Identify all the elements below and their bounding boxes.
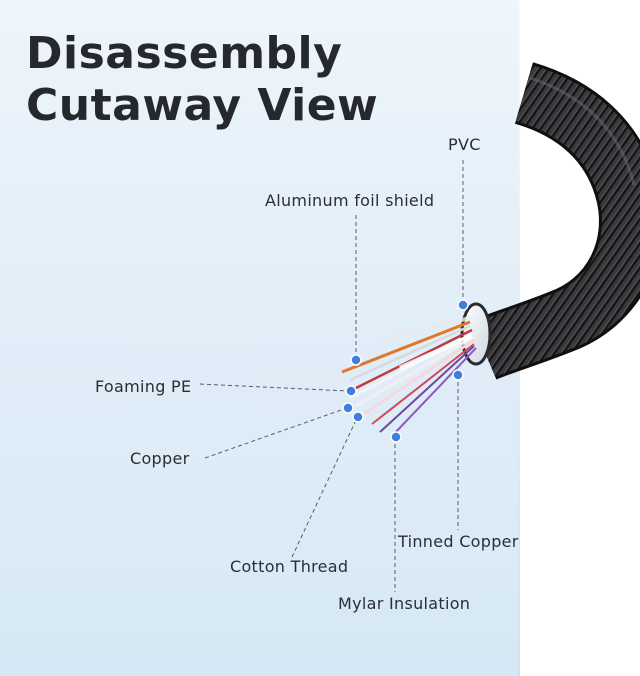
marker-foaming-pe xyxy=(345,385,357,397)
label-aluminum-foil-shield: Aluminum foil shield xyxy=(265,191,435,210)
marker-cotton-thread xyxy=(352,411,364,423)
title-line-2: Cutaway View xyxy=(26,80,379,131)
label-cotton-thread: Cotton Thread xyxy=(230,557,349,576)
label-copper: Copper xyxy=(130,449,190,468)
cable-jacket xyxy=(471,62,640,380)
inner-wires xyxy=(341,316,477,437)
marker-copper xyxy=(342,402,354,414)
label-mylar-insulation: Mylar Insulation xyxy=(338,594,471,613)
leader-cotton-thread xyxy=(291,417,358,558)
page-title: Disassembly Cutaway View xyxy=(26,28,378,132)
leader-copper xyxy=(204,408,345,459)
leader-foaming-pe xyxy=(199,383,349,392)
title-line-1: Disassembly xyxy=(26,28,343,79)
leader-lines xyxy=(199,160,464,592)
label-tinned-copper: Tinned Copper xyxy=(398,532,519,551)
marker-pvc xyxy=(457,299,469,311)
marker-aluminum-foil xyxy=(350,354,362,366)
marker-dots xyxy=(342,299,469,443)
marker-mylar xyxy=(390,431,402,443)
marker-tinned-copper xyxy=(452,369,464,381)
label-foaming-pe: Foaming PE xyxy=(95,377,192,396)
label-pvc: PVC xyxy=(448,135,481,154)
